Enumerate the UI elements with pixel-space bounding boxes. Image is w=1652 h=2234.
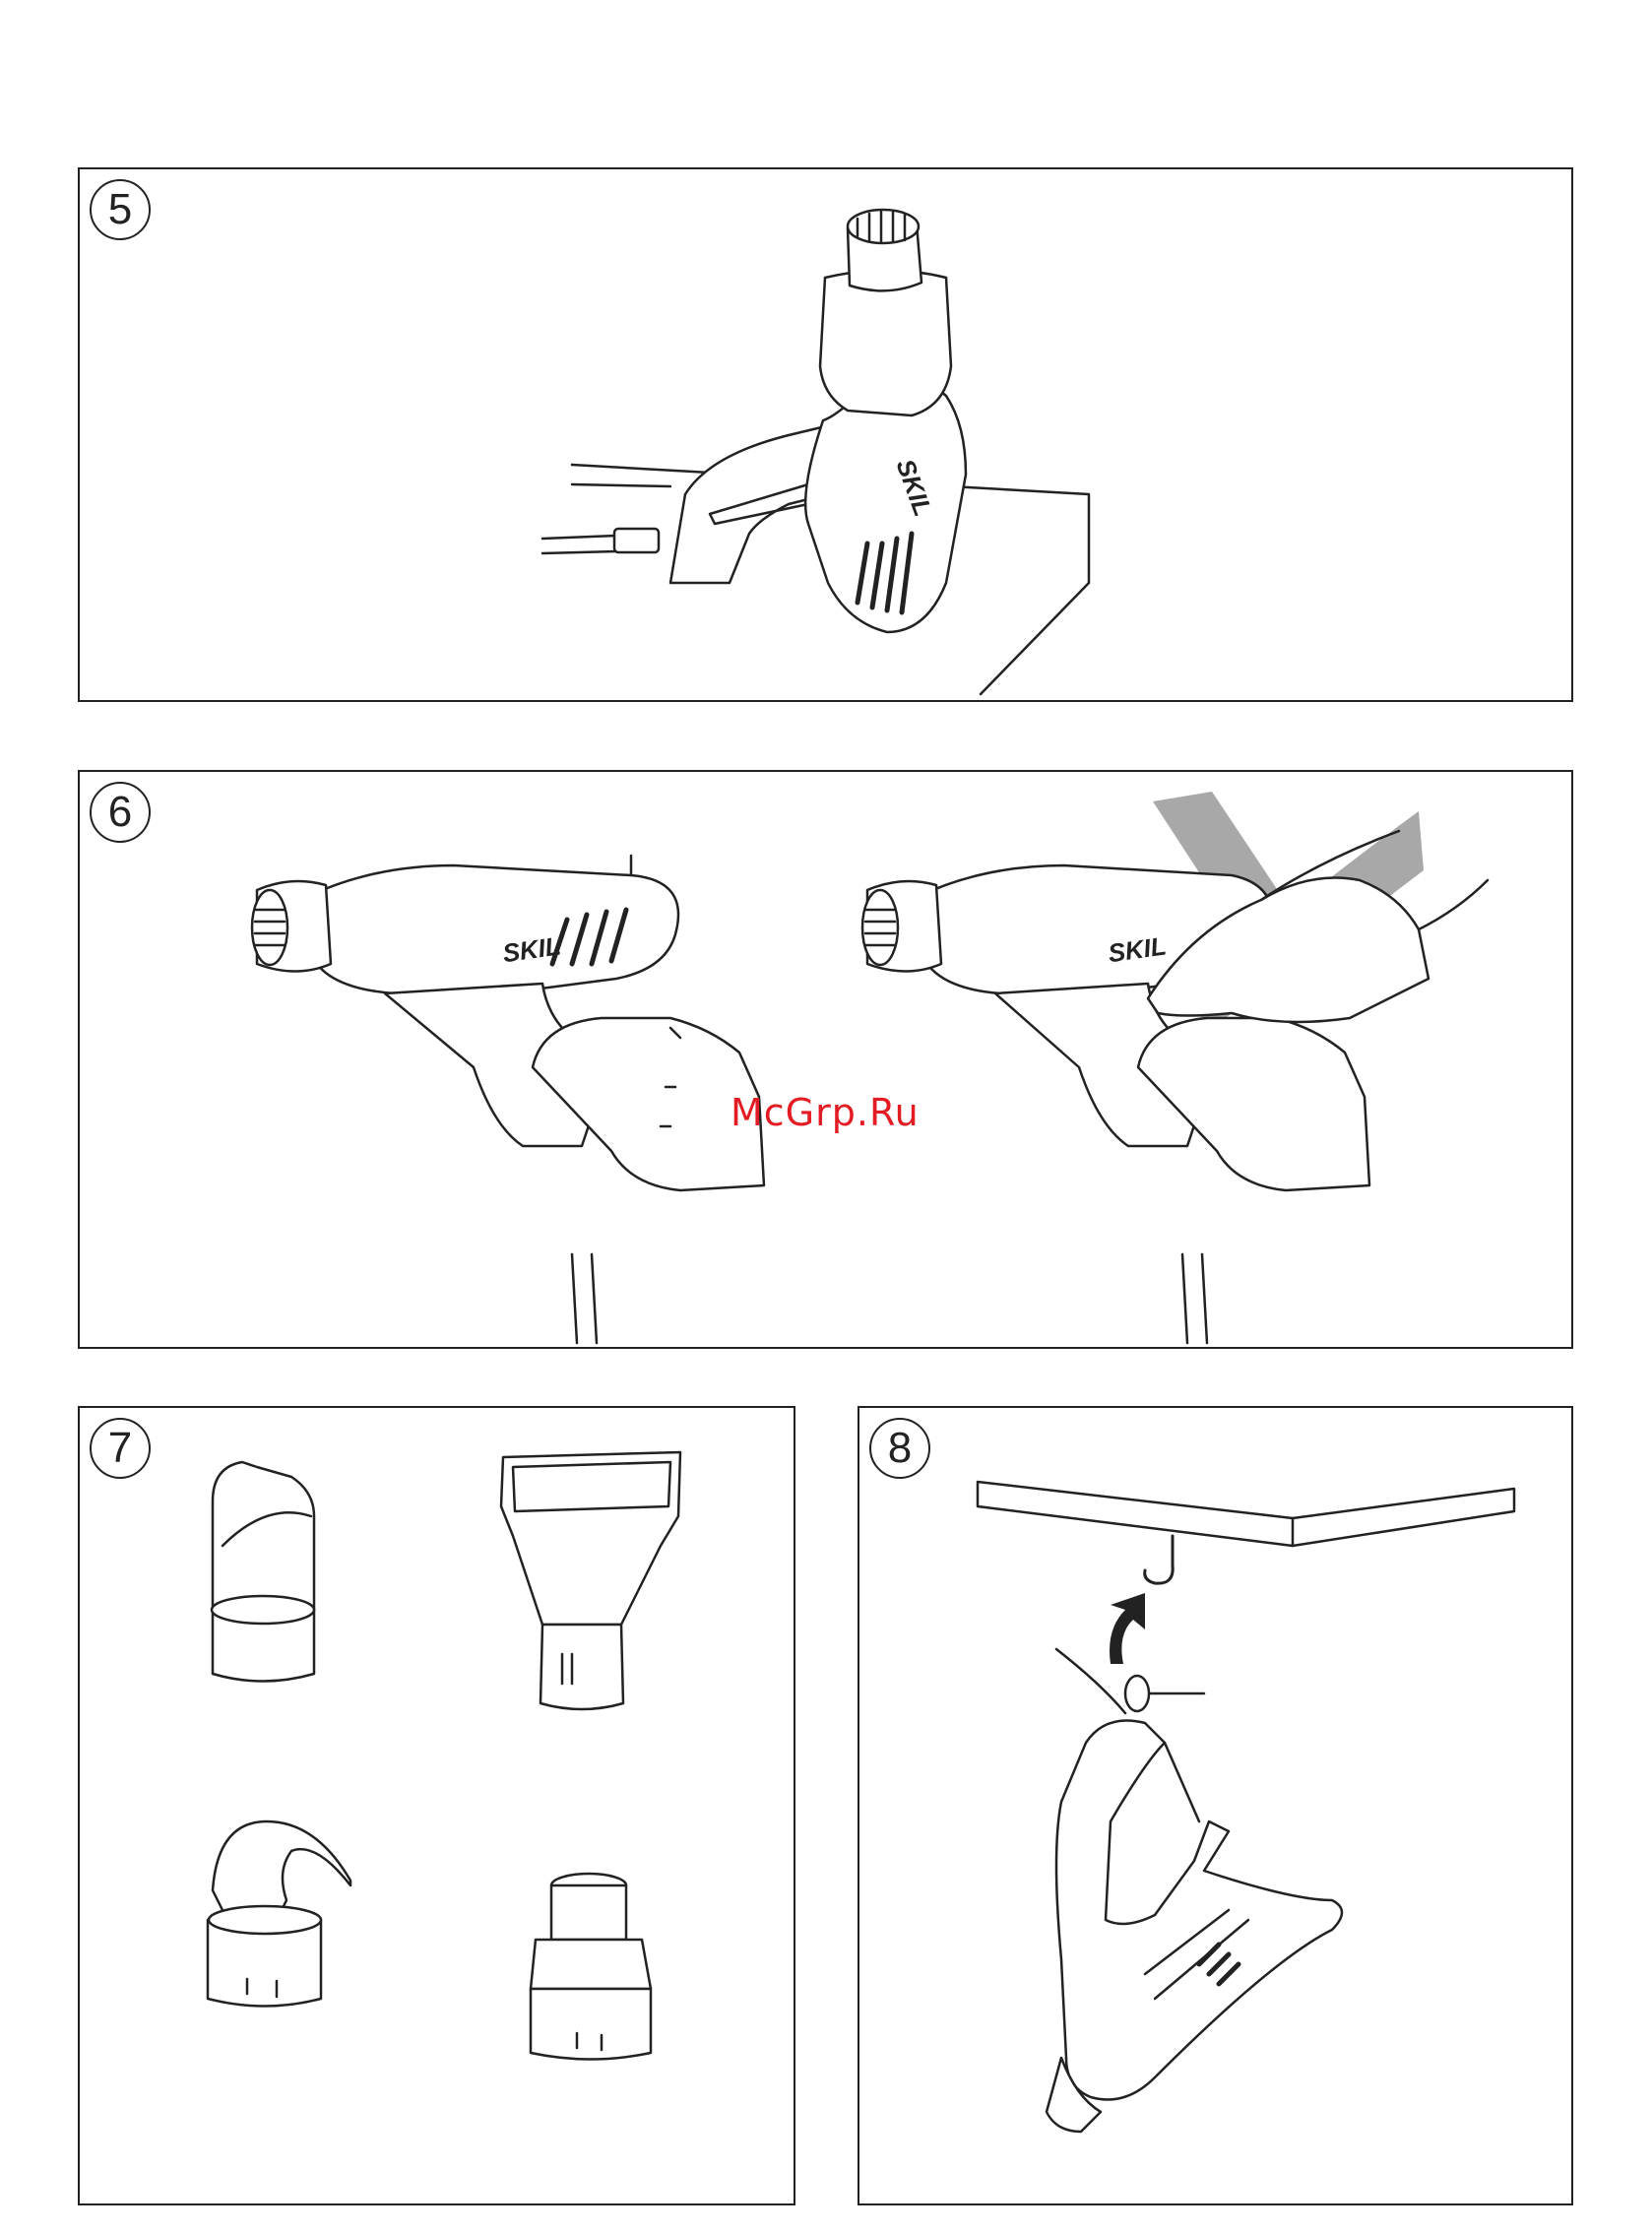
- hanging-ring: [1125, 1676, 1149, 1711]
- cord-right: [1182, 1254, 1207, 1343]
- hang-arrow-icon: [1110, 1593, 1145, 1664]
- heat-gun-incorrect-grip: SKIL: [862, 792, 1488, 1343]
- figure-5-panel: 5 SKIL: [78, 167, 1573, 702]
- shelf: [978, 1482, 1514, 1546]
- hand-right-grip: [1138, 1018, 1369, 1190]
- reducer-nozzle: [531, 1874, 651, 2060]
- housing-left: [311, 865, 678, 993]
- hand-left: [533, 1018, 764, 1190]
- nozzle-grille-left: [252, 890, 287, 965]
- heat-gun-hanging-illustration: [859, 1408, 1575, 2207]
- watermark-text: McGrp.Ru: [731, 1091, 920, 1134]
- heat-gun-handling-illustration: SKIL SKIL: [80, 772, 1575, 1351]
- figure-6-panel: 6 SKIL SKIL: [78, 770, 1573, 1349]
- nozzle-grille-right: [862, 890, 898, 965]
- heat-gun-correct-grip: SKIL: [252, 856, 764, 1343]
- glass-protector-nozzle: [208, 1821, 350, 2007]
- nozzle-accessories-illustration: [80, 1408, 797, 2207]
- cord-left: [572, 1254, 597, 1343]
- flat-nozzle: [501, 1452, 680, 1709]
- hook: [1145, 1536, 1173, 1583]
- figure-8-panel: 8: [858, 1406, 1573, 2205]
- gun-body: [1056, 1721, 1342, 2100]
- cord-plug: [614, 529, 659, 552]
- reflector-nozzle: [212, 1462, 314, 1682]
- figure-7-panel: 7: [78, 1406, 795, 2205]
- nozzle-barrel: [820, 271, 951, 416]
- heat-gun-standing-illustration: SKIL: [80, 169, 1575, 704]
